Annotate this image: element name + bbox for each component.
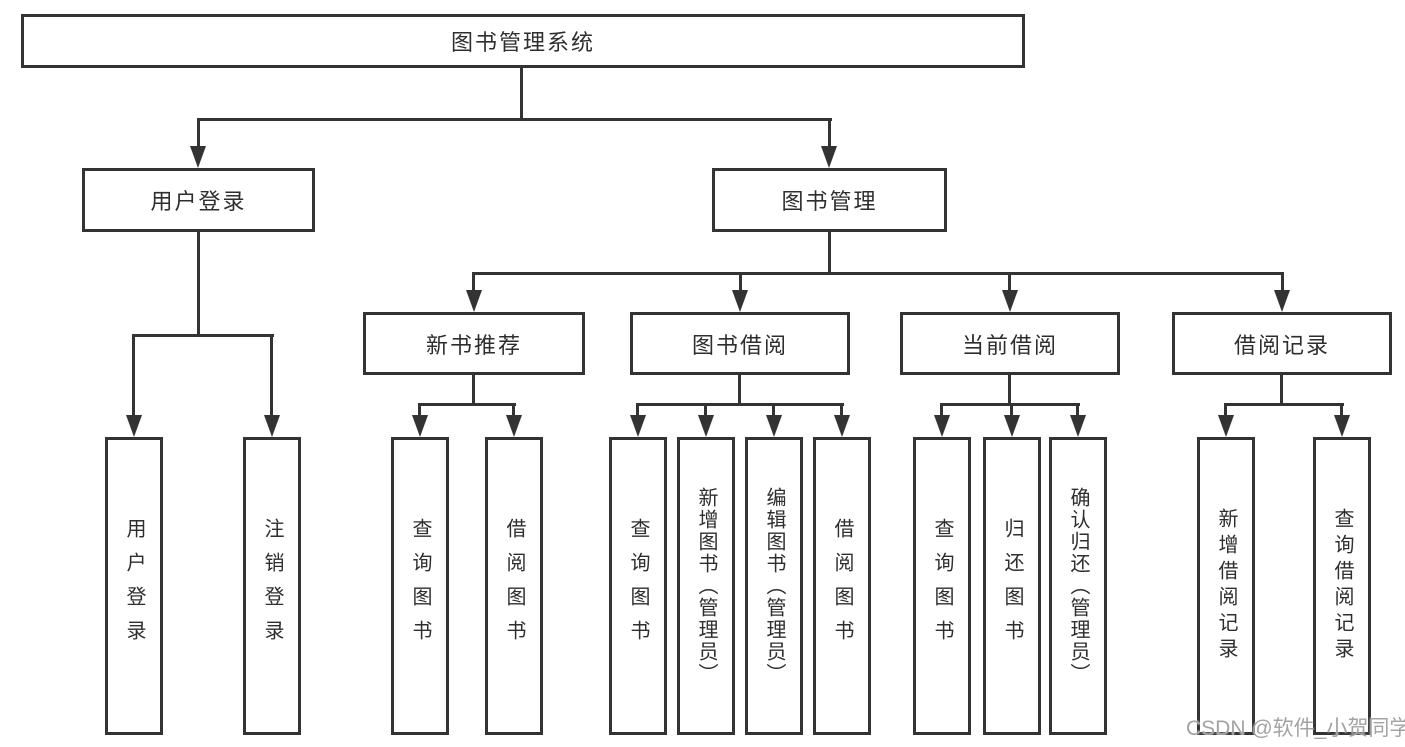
connector-line <box>828 230 831 275</box>
leaf-add-borrow-record: 新增借阅记录 <box>1197 437 1255 735</box>
connector-line <box>472 373 475 406</box>
watermark: CSDN @软件_小贺同学 <box>1186 717 1405 740</box>
leaf-query-borrow-record: 查询借阅记录 <box>1313 437 1371 735</box>
node-label: 借阅记录 <box>1233 332 1330 358</box>
connector-line <box>738 373 741 406</box>
node-label: 注销登录 <box>261 518 283 654</box>
arrow-down-icon <box>1002 290 1018 312</box>
arrow-down-icon <box>264 415 280 437</box>
node-label: 归还图书 <box>1001 518 1023 654</box>
arrow-down-icon <box>412 415 428 437</box>
node-label: 借阅图书 <box>503 518 525 654</box>
connector-line <box>772 403 775 417</box>
arrow-down-icon <box>1334 415 1350 437</box>
arrow-down-icon <box>126 415 142 437</box>
connector-line <box>828 118 831 148</box>
leaf-edit-books-admin: 编辑图书（管理员） <box>745 437 803 735</box>
node-new-book-recommend: 新书推荐 <box>363 312 585 375</box>
node-label: 确认归还（管理员） <box>1067 487 1089 685</box>
connector-line <box>1076 403 1079 417</box>
connector-line <box>636 403 844 406</box>
node-label: 查询图书 <box>931 518 953 654</box>
connector-line <box>132 334 135 416</box>
arrow-down-icon <box>698 415 714 437</box>
leaf-query-books-current: 查询图书 <box>913 437 971 735</box>
node-label: 编辑图书（管理员） <box>763 487 785 685</box>
node-label: 新增借阅记录 <box>1215 508 1237 664</box>
node-label: 图书管理系统 <box>450 30 595 55</box>
connector-line <box>270 334 273 416</box>
connector-line <box>704 403 707 417</box>
arrow-down-icon <box>1070 415 1086 437</box>
arrow-down-icon <box>834 415 850 437</box>
arrow-down-icon <box>1274 290 1290 312</box>
node-label: 图书借阅 <box>691 332 788 358</box>
node-label: 查询图书 <box>627 518 649 654</box>
connector-line <box>520 68 523 121</box>
node-label: 新书推荐 <box>425 332 522 358</box>
leaf-logout: 注销登录 <box>243 437 301 735</box>
connector-line <box>418 403 421 417</box>
connector-line <box>132 334 274 337</box>
connector-line <box>1224 403 1344 406</box>
leaf-borrow-books-borrowing: 借阅图书 <box>813 437 871 735</box>
connector-line <box>472 272 475 293</box>
node-borrowing-records: 借阅记录 <box>1172 312 1392 375</box>
arrow-down-icon <box>1218 415 1234 437</box>
leaf-borrow-books-recommend: 借阅图书 <box>485 437 543 735</box>
connector-line <box>197 118 200 148</box>
leaf-query-books-recommend: 查询图书 <box>391 437 449 735</box>
node-label: 查询图书 <box>409 518 431 654</box>
leaf-confirm-return-admin: 确认归还（管理员） <box>1049 437 1107 735</box>
arrow-down-icon <box>1004 415 1020 437</box>
connector-line <box>1008 373 1011 406</box>
node-book-management: 图书管理 <box>712 168 947 232</box>
connector-line <box>197 118 832 121</box>
arrow-down-icon <box>766 415 782 437</box>
leaf-query-books-borrowing: 查询图书 <box>609 437 667 735</box>
connector-line <box>418 403 516 406</box>
arrow-down-icon <box>934 415 950 437</box>
connector-line <box>739 272 742 293</box>
node-book-borrowing: 图书借阅 <box>630 312 850 375</box>
arrow-down-icon <box>506 415 522 437</box>
connector-line <box>512 403 515 417</box>
connector-line <box>1008 272 1011 293</box>
node-label: 借阅图书 <box>831 518 853 654</box>
connector-line <box>472 272 1284 275</box>
connector-line <box>940 403 943 417</box>
leaf-return-books: 归还图书 <box>983 437 1041 735</box>
arrow-down-icon <box>190 146 206 168</box>
node-label: 新增图书（管理员） <box>695 487 717 685</box>
node-library-management-system: 图书管理系统 <box>21 14 1025 68</box>
node-label: 用户登录 <box>123 518 145 654</box>
node-label: 图书管理 <box>781 189 878 214</box>
connector-line <box>1340 403 1343 417</box>
connector-line <box>1224 403 1227 417</box>
leaf-user-login: 用户登录 <box>105 437 163 735</box>
connector-line <box>1280 373 1283 406</box>
connector-line <box>1010 403 1013 417</box>
node-label: 查询借阅记录 <box>1331 508 1353 664</box>
connector-line <box>840 403 843 417</box>
node-label: 当前借阅 <box>961 332 1058 358</box>
connector-line <box>197 230 200 336</box>
connector-line <box>1281 272 1284 293</box>
arrow-down-icon <box>821 146 837 168</box>
arrow-down-icon <box>732 290 748 312</box>
node-user-login: 用户登录 <box>82 168 315 232</box>
arrow-down-icon <box>630 415 646 437</box>
arrow-down-icon <box>466 290 482 312</box>
node-current-borrowing: 当前借阅 <box>900 312 1120 375</box>
leaf-add-books-admin: 新增图书（管理员） <box>677 437 735 735</box>
node-label: 用户登录 <box>150 189 247 214</box>
connector-line <box>636 403 639 417</box>
